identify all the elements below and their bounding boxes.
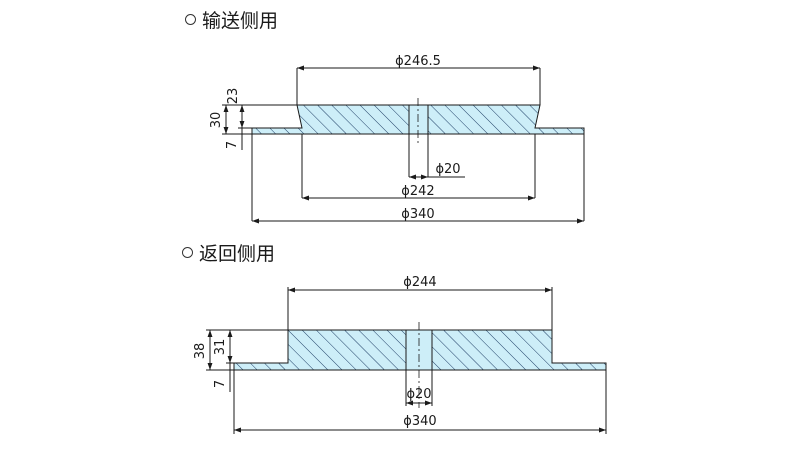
outer-diameter-label: ϕ340: [401, 207, 434, 222]
return-bore-diameter-label: ϕ20: [406, 387, 431, 402]
hub-height-label: 23: [226, 88, 241, 105]
return-side-heading: 返回侧用: [182, 239, 275, 266]
return-hub-diameter-label: ϕ244: [403, 275, 436, 290]
return-total-height-label: 38: [193, 343, 208, 360]
return-outer-diameter-label: ϕ340: [403, 414, 436, 429]
return-side-title: 返回侧用: [199, 243, 276, 265]
conveying-side-title: 输送侧用: [202, 10, 279, 32]
conveying-side-drawing: [222, 65, 585, 224]
conveying-side-bore: [408, 104, 429, 135]
conveying-side-heading: 输送侧用: [185, 6, 278, 33]
hub-bottom-diameter-label: ϕ242: [401, 184, 434, 199]
return-hub-height-label: 31: [213, 339, 228, 356]
circle-bullet-icon: [185, 14, 196, 25]
hub-top-diameter-label: ϕ246.5: [395, 54, 441, 69]
flange-thickness-label: 7: [225, 141, 240, 149]
bore-diameter-label: ϕ20: [435, 162, 460, 177]
return-side-drawing: [206, 287, 607, 434]
circle-bullet-icon: [182, 247, 193, 258]
total-height-label: 30: [209, 112, 224, 129]
return-flange-thickness-label: 7: [213, 380, 228, 388]
